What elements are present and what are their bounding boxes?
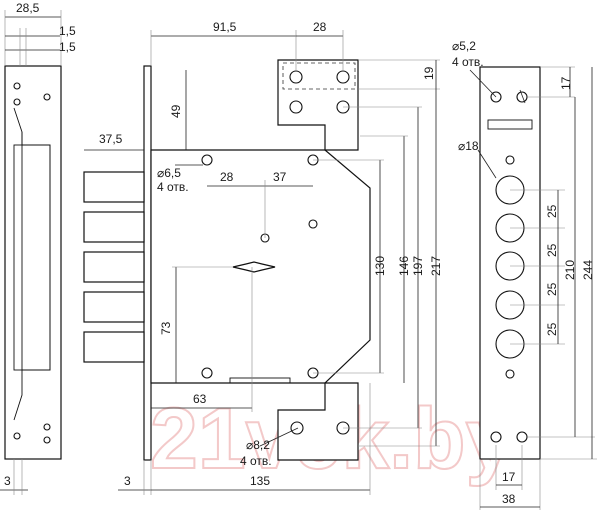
dim-3-mid: 3 — [124, 474, 131, 488]
bottom-slot — [229, 377, 291, 384]
latch-hole — [505, 369, 515, 379]
dim-135: 135 — [250, 474, 270, 488]
keyhole — [232, 261, 276, 273]
dim-25a: 25 — [545, 204, 559, 218]
dim-25c: 25 — [545, 282, 559, 296]
leader-line — [477, 149, 497, 179]
dim-73: 73 — [159, 321, 173, 335]
dim-37: 37 — [273, 170, 287, 184]
dim-1-5a: 1,5 — [59, 24, 76, 38]
dim-28-top: 28 — [313, 20, 327, 34]
dim-8-2: ⌀8,2 — [246, 438, 270, 452]
dim-19: 19 — [422, 66, 436, 80]
bolt — [83, 291, 145, 323]
dim-130: 130 — [373, 256, 387, 276]
bracket-hole — [290, 421, 304, 435]
screw-hole — [516, 431, 528, 443]
latch-hole — [505, 155, 515, 165]
faceplate-front-view — [479, 66, 541, 460]
bracket-hole — [336, 70, 350, 84]
dim-91-5: 91,5 — [213, 20, 237, 34]
dim-146: 146 — [397, 256, 411, 276]
side-hole — [43, 436, 51, 444]
dim-18: ⌀18 — [458, 139, 479, 153]
body-hole — [308, 219, 318, 229]
bolt — [83, 211, 145, 243]
leader-line — [519, 89, 526, 104]
side-hole — [43, 423, 51, 431]
side-case — [13, 144, 51, 371]
dim-38: 38 — [502, 492, 516, 506]
bracket-cut-outline — [282, 62, 356, 90]
dim-6-5-holes: 4 отв. — [157, 180, 189, 194]
dim-28-mid: 28 — [220, 170, 234, 184]
leader-line — [469, 69, 497, 98]
dim-5-2: ⌀5,2 — [452, 39, 476, 53]
bolt — [83, 171, 145, 203]
side-view — [4, 65, 62, 460]
dim-49: 49 — [169, 104, 183, 118]
dim-1-5b: 1,5 — [59, 40, 76, 54]
bracket-hole — [289, 70, 303, 84]
dim-28-5: 28,5 — [16, 1, 40, 15]
dim-25b: 25 — [545, 243, 559, 257]
bolt — [83, 251, 145, 283]
dim-8-2-holes: 4 отв. — [240, 454, 272, 468]
screw-hole — [516, 91, 528, 103]
dim-63: 63 — [193, 392, 207, 406]
dim-17-top: 17 — [559, 76, 573, 90]
leader-line — [259, 427, 299, 447]
bolt — [83, 331, 145, 363]
lock-front-view — [83, 59, 371, 461]
screw-hole — [490, 431, 502, 443]
dim-217: 217 — [429, 256, 443, 276]
side-hole — [13, 82, 21, 90]
dim-17-bottom: 17 — [502, 470, 516, 484]
dim-244: 244 — [581, 260, 595, 280]
dim-6-5: ⌀6,5 — [157, 166, 181, 180]
dim-210: 210 — [563, 260, 577, 280]
dim-5-2-holes: 4 отв. — [452, 55, 484, 69]
dim-3-left: 3 — [4, 474, 11, 488]
stud-hole — [201, 367, 213, 379]
front-plate — [479, 66, 541, 460]
brand-plate — [487, 119, 533, 130]
stud-hole — [201, 154, 213, 166]
dim-37-5: 37,5 — [99, 132, 123, 146]
side-plate — [4, 65, 62, 460]
side-hole — [13, 98, 21, 106]
bottom-bracket — [277, 382, 359, 461]
side-hole — [13, 432, 21, 440]
bracket-hole — [289, 100, 303, 114]
dim-197: 197 — [411, 256, 425, 276]
dim-25d: 25 — [545, 322, 559, 336]
side-plate-bend — [13, 107, 23, 421]
side-hole — [43, 93, 51, 101]
faceplate — [143, 65, 152, 461]
